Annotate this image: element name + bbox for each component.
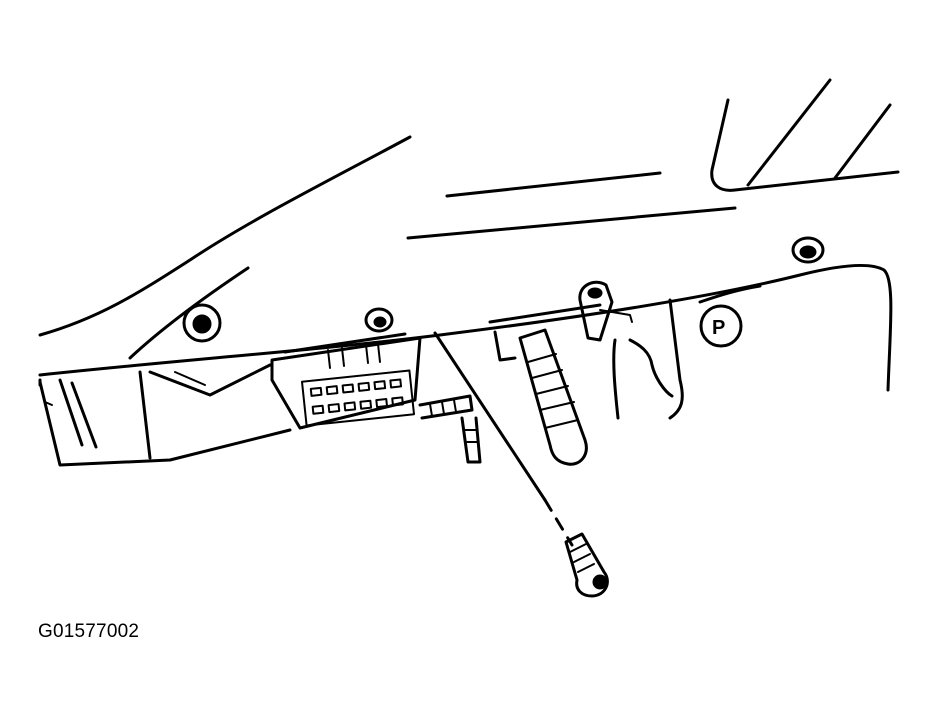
figure-id-label: G01577002 <box>38 621 140 642</box>
wire-harness <box>460 416 482 464</box>
park-brake-symbol: P <box>712 317 725 339</box>
bolt-left-icon <box>182 303 222 343</box>
bolt-center-icon <box>364 307 394 333</box>
pedal-pivot-bolt <box>578 280 633 342</box>
bolt-right-icon <box>791 236 825 264</box>
parking-brake-release: P <box>612 304 743 420</box>
dash-upper-edges <box>406 171 737 240</box>
diagnostic-connector <box>270 332 474 430</box>
retaining-screw-icon <box>564 532 609 598</box>
connector-pins <box>309 378 404 415</box>
a-pillar-trim <box>38 135 412 360</box>
dash-upper-right-frame <box>710 78 900 192</box>
fastener-removal-direction <box>433 331 574 547</box>
knee-bolster-panel <box>38 263 893 467</box>
mounting-bolts <box>182 236 825 343</box>
